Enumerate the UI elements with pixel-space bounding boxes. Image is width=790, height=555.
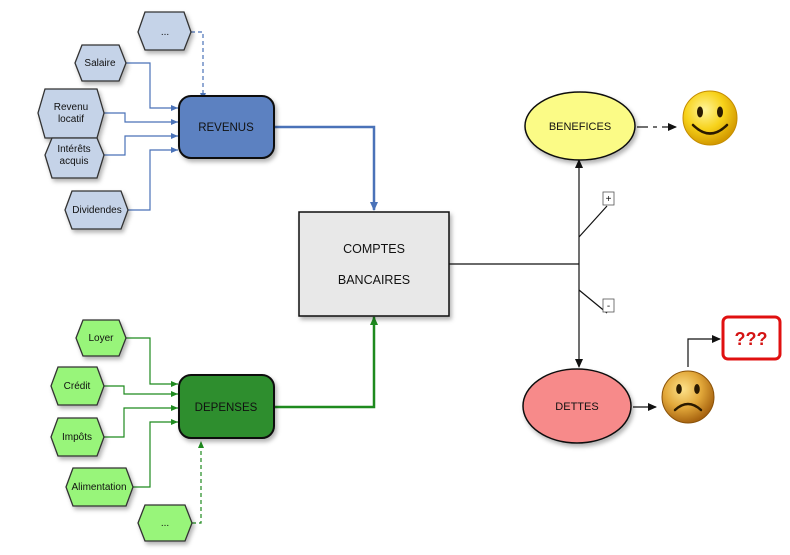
comptes-label-line1: COMPTES bbox=[343, 242, 405, 256]
question-label: ??? bbox=[735, 329, 768, 349]
minus-sign-box: - bbox=[602, 298, 615, 313]
expense-node-etc-label: ... bbox=[161, 518, 169, 529]
expense-node-etc[interactable]: ... bbox=[137, 504, 193, 542]
depenses-to-comptes-arrow bbox=[274, 316, 378, 409]
question-box: ??? bbox=[721, 315, 782, 361]
benefices-label: BENEFICES bbox=[549, 121, 611, 133]
plus-sign-label: + bbox=[606, 194, 612, 205]
benefices-node[interactable]: BENEFICES bbox=[524, 91, 636, 161]
expense-node-credit[interactable]: Crédit bbox=[50, 366, 105, 406]
income-node-etc[interactable]: ... bbox=[137, 11, 192, 51]
expense-node-alimentation[interactable]: Alimentation bbox=[65, 467, 134, 507]
revenus-label: REVENUS bbox=[198, 122, 254, 134]
income-node-etc-label: ... bbox=[161, 27, 169, 38]
income-connectors bbox=[104, 31, 206, 211]
comptes-bancaires-node[interactable]: COMPTES BANCAIRES bbox=[298, 211, 450, 317]
revenus-to-comptes-arrow bbox=[274, 125, 378, 211]
income-node-salaire-label: Salaire bbox=[84, 58, 116, 69]
expense-connectors bbox=[104, 337, 204, 524]
comptes-label-line2: BANCAIRES bbox=[338, 273, 410, 287]
expense-node-loyer-label: Loyer bbox=[88, 333, 114, 344]
dettes-label: DETTES bbox=[555, 401, 598, 413]
income-node-salaire[interactable]: Salaire bbox=[74, 44, 127, 82]
expense-node-loyer[interactable]: Loyer bbox=[75, 319, 127, 357]
sad-smiley-icon bbox=[661, 370, 715, 424]
comptes-connectors bbox=[449, 123, 721, 411]
expense-node-credit-label: Crédit bbox=[64, 381, 91, 392]
expense-node-impots[interactable]: Impôts bbox=[50, 417, 105, 457]
income-node-dividendes[interactable]: Dividendes bbox=[64, 190, 129, 230]
depenses-label: DEPENSES bbox=[195, 402, 258, 414]
income-node-dividendes-label: Dividendes bbox=[72, 205, 121, 216]
minus-sign-label: - bbox=[607, 301, 610, 312]
dettes-node[interactable]: DETTES bbox=[522, 368, 632, 444]
revenus-node[interactable]: REVENUS bbox=[178, 95, 275, 159]
happy-smiley-icon bbox=[682, 90, 738, 146]
plus-sign-box: + bbox=[602, 191, 615, 206]
expense-node-alimentation-label: Alimentation bbox=[71, 482, 126, 493]
expense-node-impots-label: Impôts bbox=[62, 432, 92, 443]
depenses-node[interactable]: DEPENSES bbox=[178, 374, 275, 439]
